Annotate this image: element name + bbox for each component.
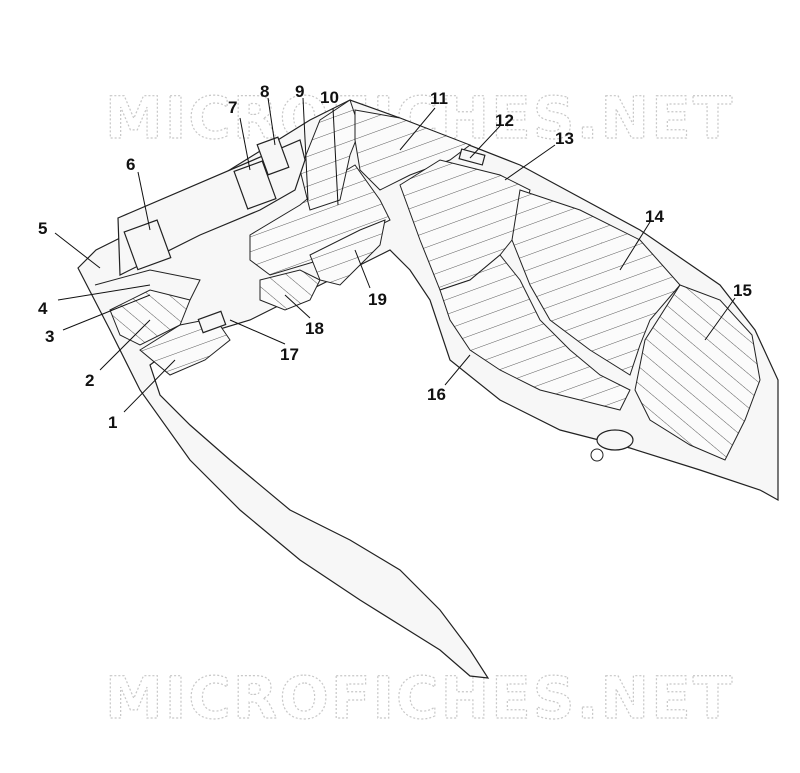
callout-2: 2 <box>85 371 94 390</box>
panel-14 <box>511 189 681 376</box>
callout-13: 13 <box>555 129 574 148</box>
panel-18 <box>259 269 321 311</box>
clip-17 <box>197 310 227 334</box>
rear-hole <box>590 448 604 462</box>
callout-9: 9 <box>295 82 304 101</box>
callout-11: 11 <box>430 89 448 108</box>
callout-6: 6 <box>126 155 135 174</box>
panel-19 <box>309 219 386 286</box>
callout-19: 19 <box>368 290 387 309</box>
callout-labels: 1 2 3 4 5 6 7 8 9 10 11 12 13 14 15 16 1… <box>38 82 752 432</box>
panel-15 <box>634 284 761 461</box>
panel-16 <box>439 254 631 411</box>
callout-8: 8 <box>260 82 269 101</box>
panel-3 <box>94 269 201 301</box>
clip-12 <box>458 148 486 166</box>
panel-11 <box>354 109 472 191</box>
bracket-8 <box>256 136 290 176</box>
callout-12: 12 <box>495 111 514 130</box>
callout-4: 4 <box>38 299 48 318</box>
rear-knob <box>596 429 634 451</box>
panel-10 <box>299 99 361 211</box>
callout-14: 14 <box>645 207 664 226</box>
callout-7: 7 <box>228 98 237 117</box>
callout-16: 16 <box>427 385 446 404</box>
callout-10: 10 <box>320 88 339 107</box>
callout-1: 1 <box>108 413 117 432</box>
callout-3: 3 <box>45 327 54 346</box>
panel-13 <box>399 159 531 291</box>
callout-5: 5 <box>38 219 47 238</box>
callout-15: 15 <box>733 281 752 300</box>
callout-17: 17 <box>280 345 299 364</box>
panel-2 <box>109 289 191 346</box>
watermark-bottom: MICROFICHES.NET <box>105 664 734 732</box>
leader-lines <box>54 97 736 413</box>
callout-18: 18 <box>305 319 324 338</box>
bracket-6 <box>123 219 172 271</box>
bracket-7 <box>233 160 277 210</box>
